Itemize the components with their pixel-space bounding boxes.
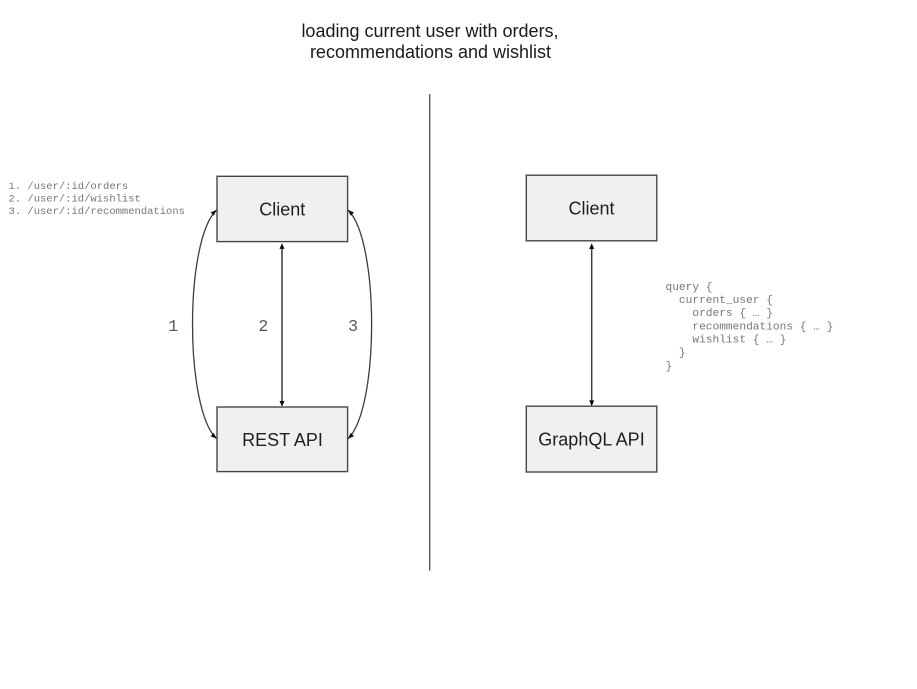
svg-text:GraphQL API: GraphQL API [538, 430, 644, 450]
svg-text:1. /user/:id/orders: 1. /user/:id/orders [9, 181, 129, 193]
svg-text:}: } [666, 348, 686, 360]
svg-text:wishlist { … }: wishlist { … } [666, 335, 787, 347]
svg-text:orders { … }: orders { … } [666, 308, 773, 320]
svg-text:REST API: REST API [242, 430, 323, 450]
svg-text:Client: Client [259, 200, 305, 220]
svg-text:current_user {: current_user { [666, 295, 773, 307]
svg-text:query {: query { [666, 282, 713, 294]
svg-text:recommendations { … }: recommendations { … } [666, 321, 834, 333]
svg-text:}: } [666, 361, 673, 373]
svg-text:2. /user/:id/wishlist: 2. /user/:id/wishlist [9, 193, 141, 205]
svg-text:Client: Client [568, 199, 614, 219]
svg-text:3: 3 [348, 317, 358, 336]
svg-text:loading current user with orde: loading current user with orders, [301, 21, 558, 41]
svg-text:3. /user/:id/recommendations: 3. /user/:id/recommendations [9, 206, 185, 218]
svg-text:2: 2 [258, 317, 268, 336]
svg-text:1: 1 [168, 317, 178, 336]
svg-text:recommendations and wishlist: recommendations and wishlist [310, 42, 551, 62]
